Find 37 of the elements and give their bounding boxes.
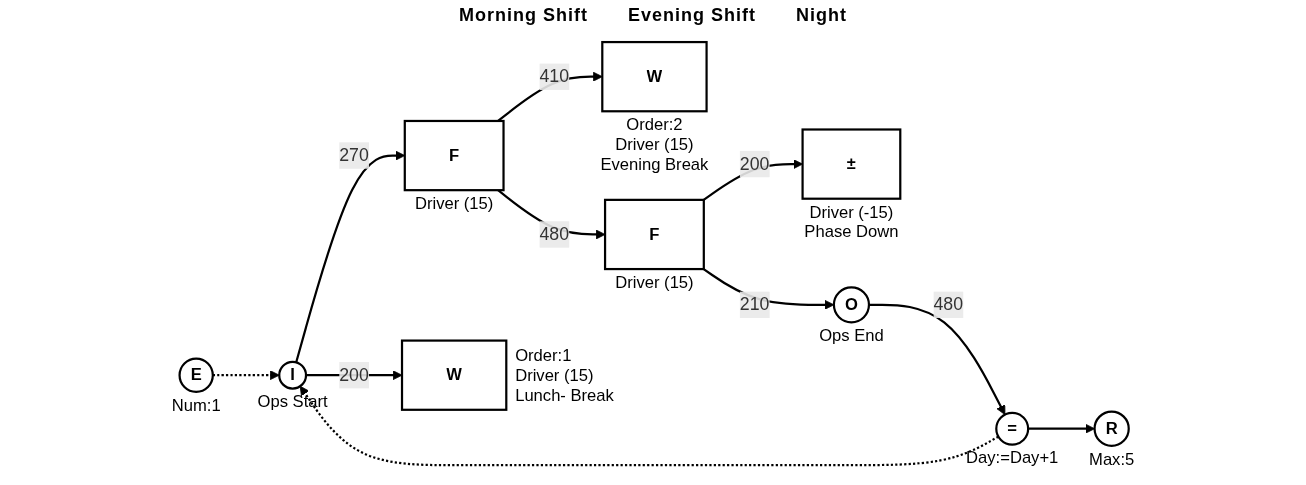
node-box: F [403, 119, 505, 192]
edge-label: 200 [339, 365, 369, 385]
node-circle: O [832, 286, 871, 324]
annotation-text: Night [796, 4, 847, 26]
node-caption: Max:5 [1089, 449, 1135, 469]
node-caption: Order:2 [626, 115, 683, 135]
node-caption: Lunch- Break [515, 385, 614, 405]
node-caption: Phase Down [804, 222, 899, 242]
node-caption: Driver (15) [515, 365, 594, 385]
node-circle: E [178, 357, 214, 393]
node-circle: = [995, 411, 1030, 446]
arrow [1028, 423, 1095, 434]
node-caption: Driver (15) [414, 194, 494, 213]
arrow [868, 303, 1006, 415]
node-caption: Order:1 [515, 345, 572, 365]
node-box: W [400, 339, 508, 411]
node-box: F [603, 198, 705, 271]
node-caption: Num:1 [171, 395, 221, 415]
edge-label: 200 [739, 154, 770, 173]
annotation-text: Evening Shift [628, 4, 756, 26]
node-circle: R [1093, 410, 1130, 447]
node-caption: Driver (-15) [809, 202, 894, 222]
node-caption: Ops Start [257, 392, 328, 412]
node-box: ± [801, 128, 902, 200]
node-caption: Day:=Day+1 [966, 448, 1059, 468]
edge-label: 480 [539, 224, 570, 244]
edge-label: 270 [339, 145, 369, 165]
edge-label: 410 [539, 66, 570, 86]
node-caption: Ops End [819, 326, 884, 346]
edge-label: 210 [739, 294, 770, 314]
node-caption: Driver (15) [615, 272, 694, 292]
node-caption: Driver (15) [615, 135, 694, 155]
node-caption: Evening Break [600, 154, 709, 174]
edge-label: 480 [933, 294, 964, 314]
node-circle: I [278, 360, 308, 390]
annotation-text: Morning Shift [459, 4, 588, 26]
node-box: W [601, 40, 708, 113]
